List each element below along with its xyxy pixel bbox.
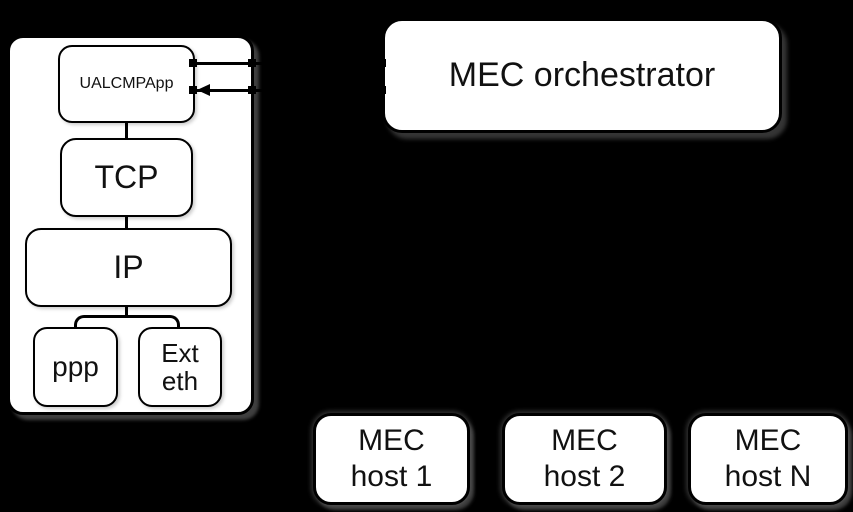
mec-host-n-label-line2: host N <box>724 460 812 493</box>
mec-orchestrator-node: MEC orchestrator <box>382 18 782 133</box>
ip-node: IP <box>25 228 232 307</box>
mec-host-1-label-line1: MEC <box>358 424 425 457</box>
arrowhead-left-icon <box>197 84 210 96</box>
connector-app-tcp <box>125 121 128 140</box>
mec-host-1-node: MEC host 1 <box>313 413 470 505</box>
endpoint-marker <box>189 86 197 94</box>
ualcmpapp-node: UALCMPApp <box>58 45 195 123</box>
mec-host-n-label-line1: MEC <box>734 424 802 457</box>
mec-host-2-label-line2: host 2 <box>543 460 626 493</box>
ppp-node: ppp <box>33 327 118 407</box>
mec-host-1-label-line2: host 1 <box>350 460 433 493</box>
endpoint-marker <box>248 86 256 94</box>
branch-ip-to-ppp-and-ext-eth <box>74 315 180 329</box>
endpoint-marker <box>378 59 386 67</box>
link-app-to-orchestrator-line <box>193 62 386 65</box>
ext-eth-label-line1: Ext <box>161 337 199 368</box>
mec-orchestrator-label: MEC orchestrator <box>448 56 716 94</box>
mec-host-2-label-line1: MEC <box>551 424 618 457</box>
tcp-node: TCP <box>60 138 193 217</box>
ext-eth-node: Ext eth <box>138 327 222 407</box>
ppp-label: ppp <box>52 351 99 382</box>
connector-tcp-ip <box>125 215 128 230</box>
endpoint-marker <box>248 59 256 67</box>
mec-host-n-node: MEC host N <box>688 413 848 505</box>
endpoint-marker <box>378 86 386 94</box>
tcp-label: TCP <box>94 159 159 195</box>
ext-eth-label-line2: eth <box>161 366 199 396</box>
connector-ip-branch <box>125 305 128 317</box>
ip-label: IP <box>113 249 144 285</box>
ualcmpapp-label: UALCMPApp <box>79 75 174 92</box>
mec-host-2-node: MEC host 2 <box>502 413 667 505</box>
link-orchestrator-to-app-line <box>193 89 386 92</box>
endpoint-marker <box>189 59 197 67</box>
